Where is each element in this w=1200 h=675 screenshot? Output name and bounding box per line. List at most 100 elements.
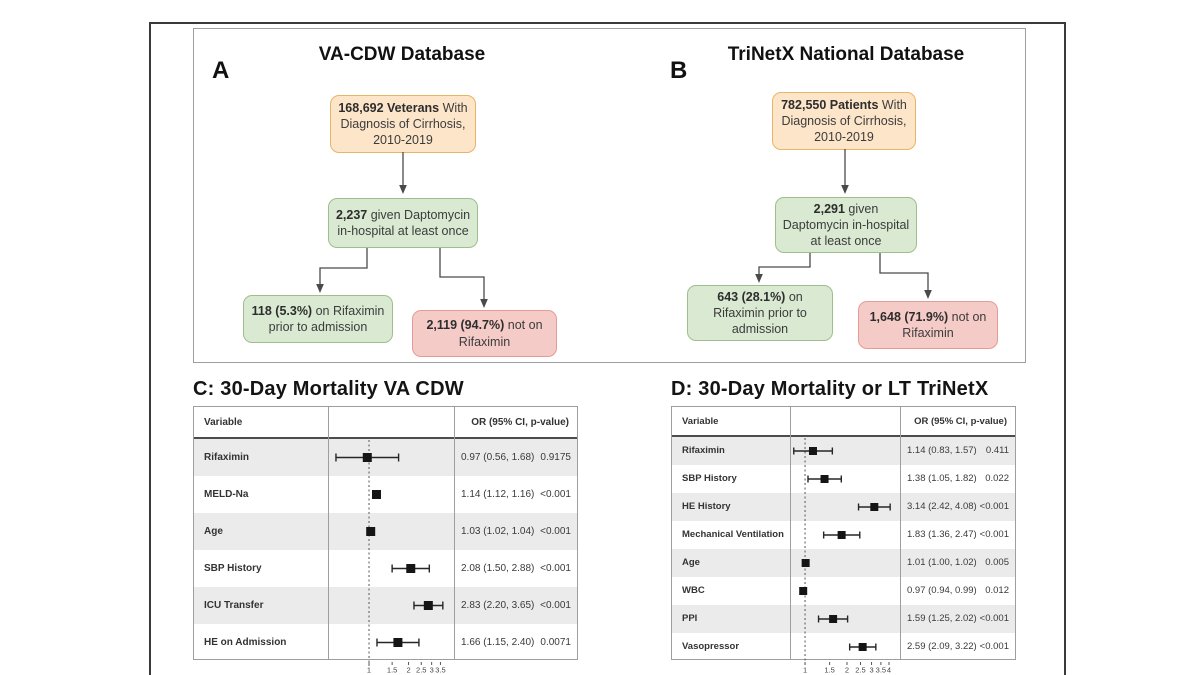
variable-label: Vasopressor <box>682 641 740 652</box>
panel-c-header-row: Variable OR (95% CI, p-value) <box>194 407 577 439</box>
panel-b-rifaximin-text: on Rifaximin prior to admission <box>713 289 807 337</box>
or-ci-value: 1.14 (1.12, 1.16) <box>461 489 535 500</box>
forest-row: ICU Transfer 2.83 (2.20, 3.65) <0.001 <box>194 587 577 624</box>
panel-d-header-row: Variable OR (95% CI, p-value) <box>672 407 1015 437</box>
forest-row: Age 1.01 (1.00, 1.02) 0.005 <box>672 549 1015 577</box>
panel-d: D: 30-Day Mortality or LT TriNetX Variab… <box>671 378 1016 675</box>
variable-label: Age <box>204 526 223 537</box>
variable-label: Mechanical Ventilation <box>682 529 784 540</box>
forest-row: Mechanical Ventilation 1.83 (1.36, 2.47)<… <box>672 521 1015 549</box>
panel-a-daptomycin-box: 2,237 given Daptomycin in-hospital at le… <box>328 198 478 248</box>
p-value: <0.001 <box>979 529 1009 540</box>
or-ci-value: 1.01 (1.00, 1.02) <box>907 557 977 568</box>
or-ci-value: 0.97 (0.94, 0.99) <box>907 585 977 596</box>
panel-a-cohort-count: 168,692 Veterans <box>338 100 440 115</box>
forest-row: Age 1.03 (1.02, 1.04) <0.001 <box>194 513 577 550</box>
panel-a-title: VA-CDW Database <box>318 44 486 65</box>
or-ci-value: 1.66 (1.15, 2.40) <box>461 637 535 648</box>
panel-b-no-rifaximin-count: 1,648 (71.9%) <box>869 309 949 324</box>
or-ci-value: 1.38 (1.05, 1.82) <box>907 473 977 484</box>
p-value: 0.411 <box>985 445 1009 456</box>
p-value: 0.022 <box>985 473 1009 484</box>
variable-label: SBP History <box>204 563 262 574</box>
panel-b-daptomycin-box: 2,291 given Daptomycin in-hospital at le… <box>775 197 917 253</box>
forest-row: HE on Admission 1.66 (1.15, 2.40) 0.0071 <box>194 624 577 661</box>
or-ci-value: 1.59 (1.25, 2.02) <box>907 613 977 624</box>
panel-b-cohort-text: With Diagnosis of Cirrhosis, 2010-2019 <box>781 97 907 145</box>
column-header-variable: Variable <box>204 417 243 428</box>
panel-a-rifaximin-box: 118 (5.3%) on Rifaximin prior to admissi… <box>243 295 393 343</box>
panel-a-rifaximin-text: on Rifaximin prior to admission <box>268 303 385 334</box>
p-value: <0.001 <box>540 489 571 500</box>
variable-label: PPI <box>682 613 698 624</box>
variable-label: MELD-Na <box>204 489 249 500</box>
column-header-or: OR (95% CI, p-value) <box>471 417 569 428</box>
panel-c: C: 30-Day Mortality VA CDW Variable OR (… <box>193 378 578 675</box>
panel-a-daptomycin-text: given Daptomycin in-hospital at least on… <box>337 207 471 238</box>
forest-row: Vasopressor 2.59 (2.09, 3.22)<0.001 <box>672 633 1015 661</box>
or-ci-value: 1.83 (1.36, 2.47) <box>907 529 977 540</box>
p-value: <0.001 <box>540 526 571 537</box>
panel-b-no-rifaximin-text: not on Rifaximin <box>902 309 987 340</box>
forest-row: SBP History 1.38 (1.05, 1.82) 0.022 <box>672 465 1015 493</box>
panel-b-daptomycin-text: given Daptomycin in-hospital at least on… <box>782 201 910 249</box>
panel-b-daptomycin-count: 2,291 <box>813 201 845 216</box>
panel-b-rifaximin-box: 643 (28.1%) on Rifaximin prior to admiss… <box>687 285 833 341</box>
variable-label: ICU Transfer <box>204 600 264 611</box>
or-ci-value: 3.14 (2.42, 4.08) <box>907 501 977 512</box>
panel-b-cohort-count: 782,550 Patients <box>781 97 879 112</box>
forest-row: PPI 1.59 (1.25, 2.02)<0.001 <box>672 605 1015 633</box>
panel-b-cohort-box: 782,550 Patients With Diagnosis of Cirrh… <box>772 92 916 150</box>
panel-a-rifaximin-count: 118 (5.3%) <box>251 303 313 318</box>
panel-a-no-rifaximin-box: 2,119 (94.7%) not on Rifaximin <box>412 310 557 357</box>
or-ci-value: 2.83 (2.20, 3.65) <box>461 600 535 611</box>
p-value: 0.012 <box>985 585 1009 596</box>
column-divider <box>328 407 329 659</box>
forest-row: Rifaximin 1.14 (0.83, 1.57) 0.411 <box>672 437 1015 465</box>
or-ci-value: 2.59 (2.09, 3.22) <box>907 641 977 652</box>
panel-a-daptomycin-count: 2,237 <box>335 207 368 222</box>
or-ci-value: 1.03 (1.02, 1.04) <box>461 526 535 537</box>
column-divider <box>900 407 901 659</box>
panel-a-no-rifaximin-count: 2,119 (94.7%) <box>426 318 505 333</box>
forest-row: SBP History 2.08 (1.50, 2.88) <0.001 <box>194 550 577 587</box>
variable-label: Rifaximin <box>682 445 725 456</box>
forest-row: MELD-Na 1.14 (1.12, 1.16) <0.001 <box>194 476 577 513</box>
variable-label: Age <box>682 557 700 568</box>
panel-a-cohort-box: 168,692 Veterans With Diagnosis of Cirrh… <box>330 95 476 153</box>
variable-label: HE History <box>682 501 731 512</box>
forest-row: HE History 3.14 (2.42, 4.08)<0.001 <box>672 493 1015 521</box>
panel-b-rifaximin-count: 643 (28.1%) <box>717 289 786 304</box>
panel-d-table: Variable OR (95% CI, p-value) Rifaximin 1… <box>671 406 1016 675</box>
panel-c-table: Variable OR (95% CI, p-value) Rifaximin 0… <box>193 406 578 675</box>
p-value: <0.001 <box>540 563 571 574</box>
or-ci-value: 1.14 (0.83, 1.57) <box>907 445 977 456</box>
panel-a-label: A <box>212 57 230 84</box>
p-value: 0.0071 <box>540 637 571 648</box>
variable-label: Rifaximin <box>204 452 250 463</box>
or-ci-value: 2.08 (1.50, 2.88) <box>461 563 535 574</box>
or-ci-value: 0.97 (0.56, 1.68) <box>461 452 535 463</box>
panel-a-no-rifaximin-text: not on Rifaximin <box>458 318 543 349</box>
column-header-or: OR (95% CI, p-value) <box>914 416 1007 427</box>
column-header-variable: Variable <box>682 416 719 427</box>
p-value: 0.9175 <box>540 452 571 463</box>
variable-label: WBC <box>682 585 705 596</box>
column-divider <box>454 407 455 659</box>
p-value: <0.001 <box>979 641 1009 652</box>
panel-b-no-rifaximin-box: 1,648 (71.9%) not on Rifaximin <box>858 301 998 349</box>
p-value: <0.001 <box>540 600 571 611</box>
panel-b-label: B <box>670 57 688 84</box>
p-value: <0.001 <box>979 501 1009 512</box>
variable-label: HE on Admission <box>204 637 287 648</box>
variable-label: SBP History <box>682 473 737 484</box>
panel-b-title: TriNetX National Database <box>727 44 965 65</box>
forest-row: WBC 0.97 (0.94, 0.99) 0.012 <box>672 577 1015 605</box>
panel-d-title: D: 30-Day Mortality or LT TriNetX <box>671 378 989 400</box>
p-value: <0.001 <box>979 613 1009 624</box>
column-divider <box>790 407 791 659</box>
p-value: 0.005 <box>985 557 1009 568</box>
panel-a-cohort-text: With Diagnosis of Cirrhosis, 2010-2019 <box>340 100 468 148</box>
forest-row: Rifaximin 0.97 (0.56, 1.68) 0.9175 <box>194 439 577 476</box>
